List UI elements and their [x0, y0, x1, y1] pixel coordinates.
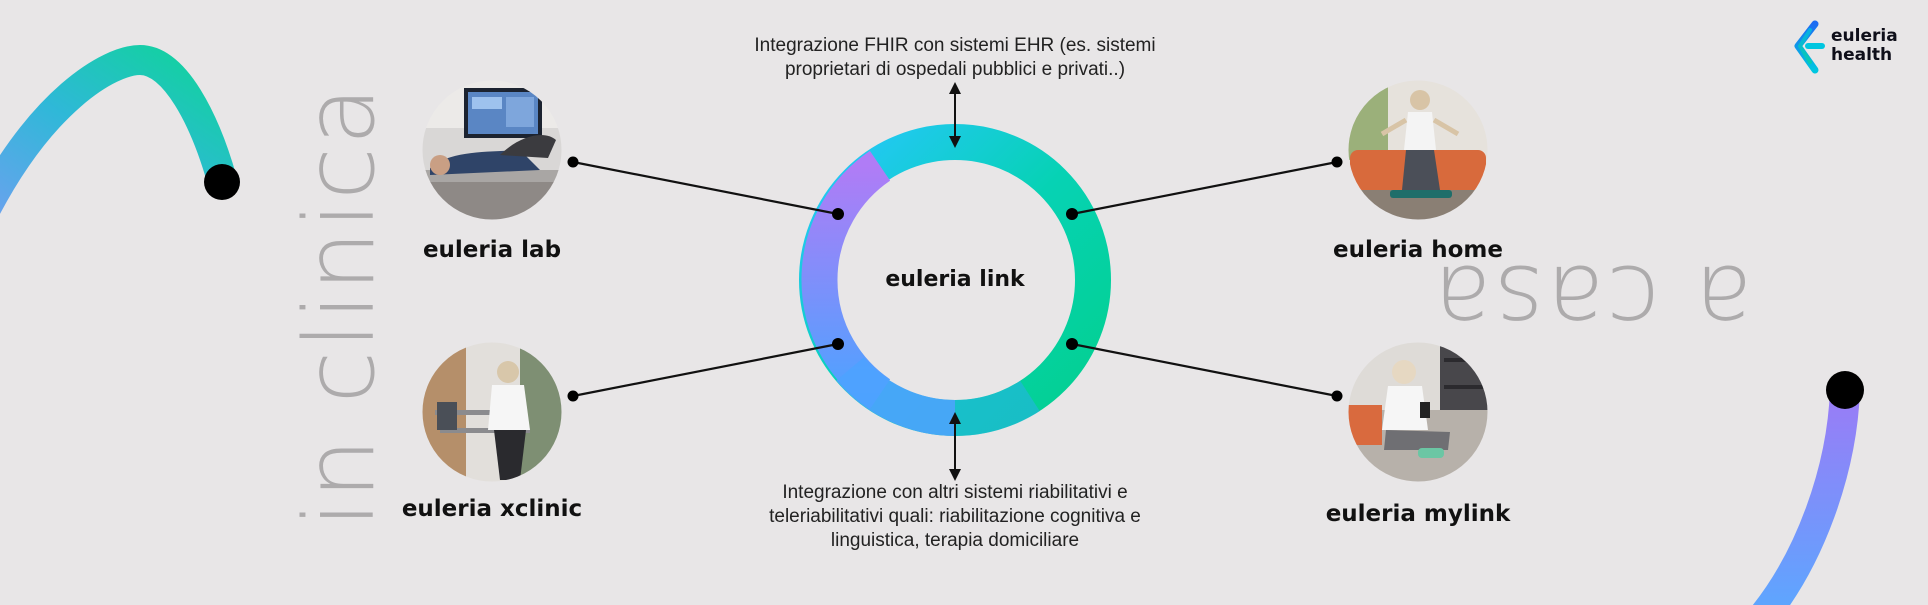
note-ehr-integration: Integrazione FHIR con sistemi EHR (es. s… — [754, 34, 1155, 82]
woman-at-parallel-bars-photo-icon — [422, 342, 562, 482]
woman-with-smartphone-photo-icon — [1348, 342, 1488, 482]
note-bottom-line-2: teleriabilitativi quali: riabilitazione … — [769, 506, 1141, 527]
note-rehab-integration: Integrazione con altri sistemi riabilita… — [769, 481, 1141, 553]
center-label-euleria-link: euleria link — [885, 267, 1025, 292]
brand-line-1: euleria — [1831, 26, 1898, 46]
node-label-mylink: euleria mylink — [1325, 501, 1511, 527]
brand-wordmark: euleria health — [1831, 27, 1898, 65]
woman-balancing-on-board-photo-icon — [1348, 80, 1488, 220]
node-label-home: euleria home — [1333, 237, 1503, 263]
connector-lab — [567, 156, 844, 220]
connector-xclinic — [567, 338, 844, 402]
note-top-line-2: proprietari di ospedali pubblici e priva… — [784, 59, 1126, 80]
decor-right-dot — [1826, 371, 1864, 409]
node-label-lab: euleria lab — [422, 237, 562, 263]
node-label-xclinic: euleria xclinic — [401, 496, 583, 522]
decor-left-arc — [0, 44, 237, 215]
brand-logo: euleria health — [1793, 22, 1903, 78]
patient-on-treatment-bed-photo-icon — [422, 80, 562, 220]
decor-left-dot — [204, 164, 240, 200]
side-label-in-clinica: in clinica — [284, 84, 396, 528]
note-bottom-line-1: Integrazione con altri sistemi riabilita… — [782, 482, 1128, 503]
euleria-logo-mark — [1794, 20, 1825, 74]
note-top-line-1: Integrazione FHIR con sistemi EHR (es. s… — [754, 35, 1156, 56]
connector-home — [1066, 156, 1343, 220]
decor-right-arc — [1752, 389, 1860, 605]
brand-line-2: health — [1831, 45, 1893, 65]
note-bottom-line-3: linguistica, terapia domiciliare — [830, 530, 1080, 551]
connector-mylink — [1066, 338, 1343, 402]
